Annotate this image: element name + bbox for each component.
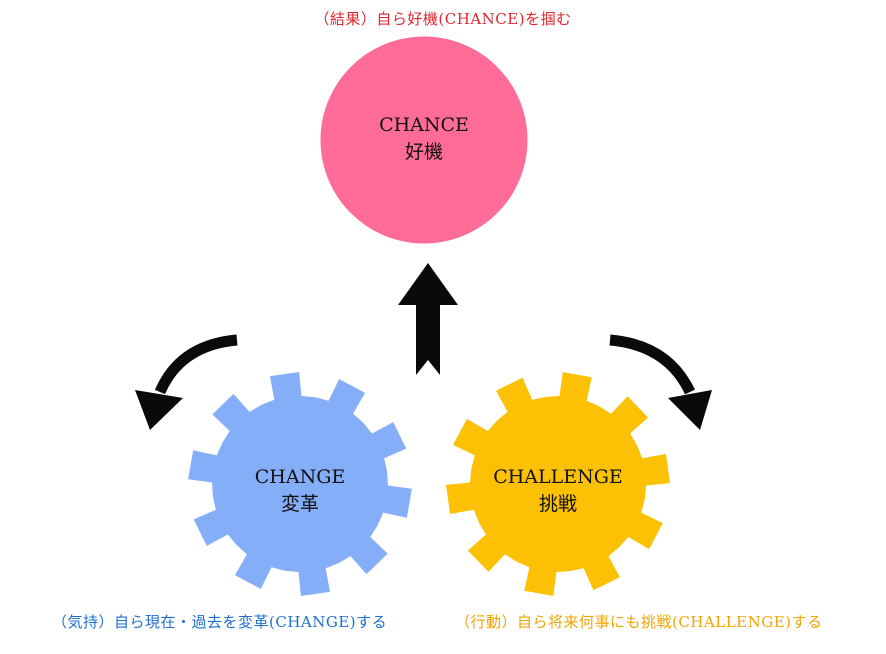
result-caption: （結果）自ら好機(CHANCE)を掴む <box>314 10 572 28</box>
up-arrow-icon <box>398 263 458 375</box>
curved-arrow-right-icon <box>609 334 712 430</box>
gear-change-shape <box>188 372 412 596</box>
feeling-caption: （気持）自ら現在・過去を変革(CHANGE)する <box>52 613 388 631</box>
change-label-ja: 変革 <box>280 493 319 515</box>
gear-challenge-shape <box>446 372 670 596</box>
challenge-label-en: CHALLENGE <box>493 466 623 488</box>
chance-circle <box>317 33 531 247</box>
curved-arrow-left-icon <box>135 334 238 430</box>
change-label-en: CHANGE <box>254 466 346 488</box>
chance-label-en: CHANCE <box>379 114 469 136</box>
change-gear <box>188 372 412 596</box>
challenge-label-ja: 挑戦 <box>538 493 577 515</box>
chance-label-ja: 好機 <box>404 141 443 163</box>
challenge-label: CHALLENGE 挑戦 <box>458 464 658 518</box>
challenge-gear <box>446 372 670 596</box>
chance-label: CHANCE 好機 <box>324 112 524 166</box>
change-label: CHANGE 変革 <box>200 464 400 518</box>
action-caption: （行動）自ら将来何事にも挑戦(CHALLENGE)する <box>455 613 823 631</box>
